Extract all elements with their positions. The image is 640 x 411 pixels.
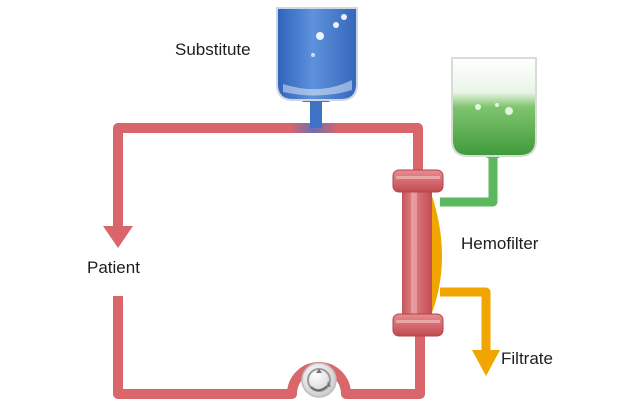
replacement-bag-icon: [451, 57, 537, 158]
replacement-line: [440, 150, 498, 207]
hemofilter-label: Hemofilter: [461, 234, 539, 253]
circuit-tube-top: [113, 123, 423, 232]
filtrate-label: Filtrate: [501, 349, 553, 368]
patient-label: Patient: [87, 258, 140, 277]
filtrate-arrow-icon: [472, 350, 500, 376]
hemofilter-icon: [392, 169, 444, 337]
substitute-label: Substitute: [175, 40, 251, 59]
circuit-tube-bottom: [113, 296, 425, 399]
flow-arrow-icon: [103, 226, 133, 248]
substitute-bag-icon: [276, 7, 358, 128]
blood-circuit: [103, 123, 425, 399]
filtrate-line: [440, 287, 500, 376]
blood-pump-icon: [301, 362, 337, 398]
